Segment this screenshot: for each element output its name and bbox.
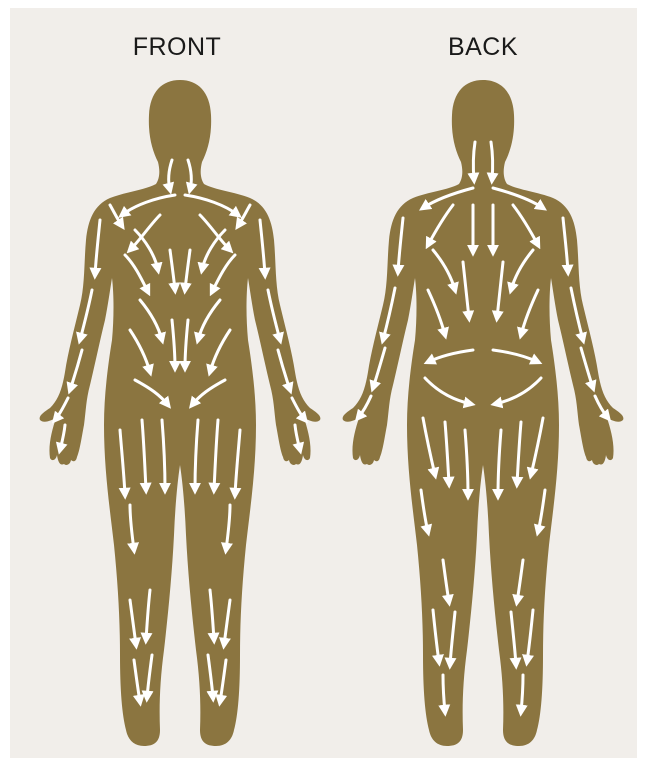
back-figure [343,80,624,746]
back-silhouette [343,80,624,746]
front-silhouette [40,80,321,746]
front-figure [40,80,321,746]
